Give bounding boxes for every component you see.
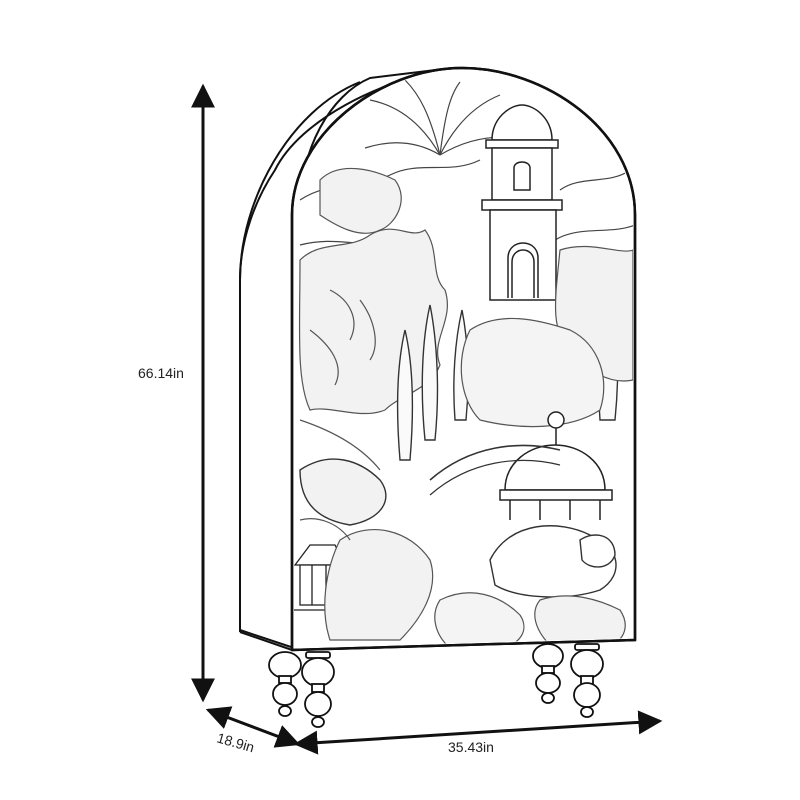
leg-front-right (570, 643, 604, 718)
height-label: 66.14in (138, 365, 184, 381)
width-dimension-line (293, 710, 663, 755)
depth-dimension-line (205, 706, 301, 748)
leg-front-left (301, 651, 335, 728)
leg-back-left (268, 651, 302, 717)
tower-building (481, 104, 563, 301)
bottom-foliage (299, 419, 626, 648)
dimension-lines (191, 83, 663, 755)
depth-label: 18.9in (215, 730, 256, 756)
garden-rocks (299, 458, 617, 598)
right-trees (460, 245, 633, 428)
leg-back-right (532, 643, 564, 704)
dome-pavilion (499, 411, 613, 520)
palm-foliage (364, 79, 516, 156)
cabinet-legs (268, 643, 604, 728)
garden-bridge (429, 444, 561, 481)
width-label: 35.43in (448, 739, 494, 755)
chinoiserie-scene (294, 79, 633, 648)
